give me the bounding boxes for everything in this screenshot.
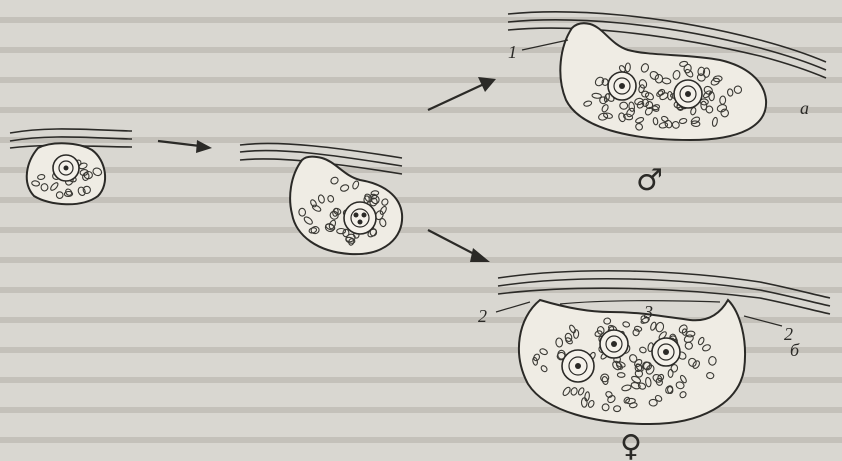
- label-1: 1: [508, 42, 517, 62]
- label-2-left: 2: [478, 306, 487, 326]
- stage-1-germ-cell: [53, 155, 79, 181]
- variant-b-germ-cell-2: [600, 330, 628, 358]
- stage-2-germ-cell: [344, 202, 376, 234]
- variant-a-germ-cell-1: [608, 72, 636, 100]
- variant-b-germ-cell-1: [562, 350, 594, 382]
- label-3: 3: [643, 302, 653, 322]
- label-variant-a: a: [800, 98, 809, 118]
- variant-a-germ-cell-2: [674, 80, 702, 108]
- label-variant-b: б: [790, 340, 800, 360]
- variant-b-germ-cell-3: [652, 338, 680, 366]
- male-symbol-icon: ♂: [636, 163, 663, 198]
- female-symbol-icon: ♀: [620, 429, 642, 461]
